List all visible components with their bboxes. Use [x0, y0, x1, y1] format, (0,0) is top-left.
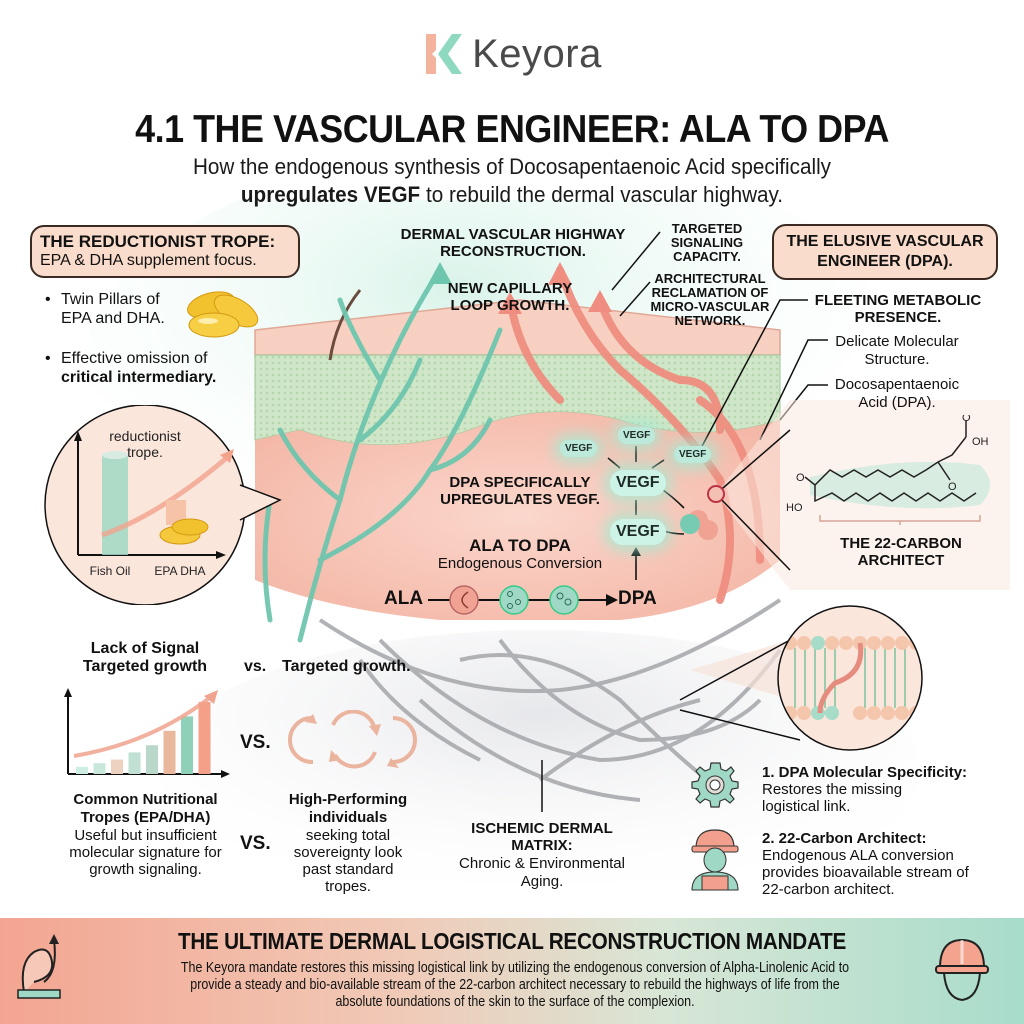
growth-bar-3	[111, 759, 123, 774]
molecule-ho: HO	[786, 502, 803, 514]
label-capillary-growth: NEW CAPILLARY LOOP GROWTH.	[447, 280, 573, 314]
banner-title: THE ULTIMATE DERMAL LOGISTICAL RECONSTRU…	[178, 928, 846, 954]
conversion-subtitle: Endogenous Conversion	[437, 555, 603, 572]
common-tropes-title: Common Nutritional Tropes (EPA/DHA)	[73, 791, 218, 826]
label-highway-reconstruction: DERMAL VASCULAR HIGHWAY RECONSTRUCTION.	[400, 226, 626, 260]
label-docosapentaenoic: Docosapentaenoic Acid (DPA).	[834, 376, 960, 411]
molecule-oh-top: OH	[972, 436, 989, 448]
subtitle-line-2: to rebuild the dermal vascular highway.	[420, 182, 784, 207]
point-2-body: Endogenous ALA conversion provides bioav…	[762, 847, 969, 898]
page-subtitle: How the endogenous synthesis of Docosape…	[31, 153, 994, 209]
capillary-loop-icon	[17, 934, 61, 999]
enzyme-step-2-icon	[499, 585, 529, 615]
point-1-body: Restores the missing logistical link.	[762, 781, 903, 815]
inset-title-line-2: trope.	[127, 444, 163, 460]
inset-xlabel-epa-dha: EPA DHA	[154, 564, 205, 578]
enzyme-step-3-icon	[549, 585, 579, 615]
label-fleeting-presence: FLEETING METABOLIC PRESENCE.	[814, 292, 982, 326]
high-performing-title: High-Performing individuals	[288, 791, 408, 826]
molecule-o-left: O	[796, 472, 805, 484]
cell-membrane-inset	[777, 605, 923, 751]
vegf-molecule-main: VEGF	[610, 519, 666, 545]
pathway-dpa: DPA	[618, 588, 657, 609]
vegf-molecule: VEGF	[674, 446, 712, 463]
carbon-architect-caption: THE 22-CARBON ARCHITECT	[840, 535, 962, 569]
mandate-banner	[0, 918, 1024, 1024]
pathway-ala: ALA	[384, 588, 424, 609]
vegf-molecule: VEGF	[560, 440, 598, 457]
molecule-o-mid: O	[948, 481, 957, 493]
ischemic-title: ISCHEMIC DERMAL MATRIX:	[471, 820, 613, 854]
growth-bar-1	[76, 766, 88, 774]
growth-bar-5	[146, 745, 158, 774]
growth-bar-6	[163, 730, 176, 774]
reductionist-trope-subtitle: EPA & DHA supplement focus.	[40, 252, 257, 269]
label-targeted-signaling: TARGETED SIGNALING CAPACITY.	[670, 221, 744, 264]
construction-worker-icon	[691, 829, 739, 891]
vegf-molecule: VEGF	[618, 427, 656, 444]
label-dpa-upregulates: DPA SPECIFICALLY UPREGULATES VEGF.	[440, 474, 600, 508]
growth-bar-chart	[64, 688, 230, 778]
gear-icon	[691, 762, 739, 808]
growth-bar-7	[181, 716, 193, 774]
growth-bar-8	[198, 702, 211, 774]
elusive-engineer-box: THE ELUSIVE VASCULAR ENGINEER (DPA).	[772, 224, 998, 280]
banner-body: The Keyora mandate restores this missing…	[180, 960, 850, 1010]
conversion-pathway	[428, 585, 618, 615]
keyora-k-mark-icon	[426, 34, 463, 74]
growth-bar-2	[93, 763, 106, 774]
brand-name: Keyora	[472, 31, 602, 76]
bullet-omission: Effective omission of critical intermedi…	[45, 349, 241, 387]
common-tropes-body: Useful but insufficient molecular signat…	[69, 827, 222, 878]
enzyme-step-1-icon	[449, 585, 479, 615]
ischemic-body: Chronic & Environmental Aging.	[459, 855, 625, 890]
vegf-molecule-main: VEGF	[610, 470, 666, 496]
high-performing-body: seeking total sovereignty look past stan…	[293, 827, 403, 895]
vs-label-top: vs.	[244, 658, 267, 675]
fish-oil-bar	[102, 455, 128, 555]
growth-bar-4	[128, 752, 141, 774]
label-architectural-reclamation: ARCHITECTURAL RECLAMATION OF MICRO-VASCU…	[650, 271, 770, 328]
point-1: 1. DPA Molecular Specificity: Restores t…	[762, 764, 1022, 815]
page-title: 4.1 THE VASCULAR ENGINEER: ALA TO DPA	[135, 108, 889, 151]
brand-logo: Keyora	[0, 28, 1024, 80]
point-2: 2. 22-Carbon Architect: Endogenous ALA c…	[762, 830, 1022, 898]
hard-hat-icon	[935, 938, 989, 1002]
reductionist-trope-title: THE REDUCTIONIST TROPE:	[40, 232, 276, 251]
reductionist-trope-box: THE REDUCTIONIST TROPE: EPA & DHA supple…	[30, 225, 300, 278]
vs-label-middle: VS.	[240, 732, 271, 753]
dpa-molecule-structure: O OH O O HO	[786, 415, 990, 525]
subtitle-line-1: How the endogenous synthesis of Docosape…	[192, 154, 832, 179]
lack-of-signal-title: Lack of Signal Targeted growth	[82, 640, 208, 675]
molecule-o-top: O	[962, 415, 971, 424]
softgel-capsules-icon	[187, 291, 259, 338]
conversion-title: ALA TO DPA	[469, 536, 571, 555]
point-2-title: 2. 22-Carbon Architect:	[762, 830, 927, 847]
bullet-twin-pillars: Twin Pillars of EPA and DHA.	[45, 290, 181, 328]
inset-xlabel-fish-oil: Fish Oil	[90, 564, 131, 578]
targeted-growth-title: Targeted growth.	[282, 658, 411, 675]
label-delicate-structure: Delicate Molecular Structure.	[835, 333, 959, 368]
vs-label-bottom: VS.	[240, 833, 271, 854]
point-1-title: 1. DPA Molecular Specificity:	[762, 764, 968, 781]
subtitle-bold: upregulates VEGF	[240, 182, 421, 207]
cycle-arrows-icon	[288, 710, 417, 769]
